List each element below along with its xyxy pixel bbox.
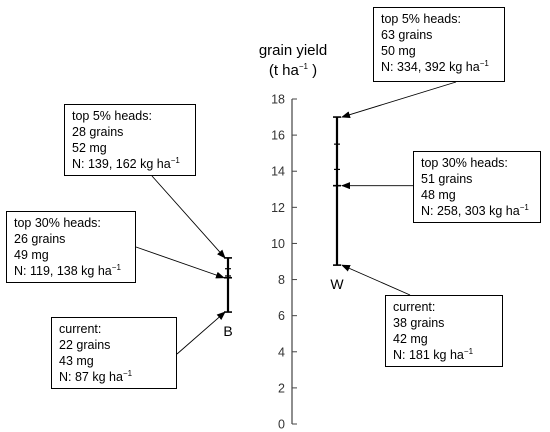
range-bar-b: B bbox=[223, 257, 233, 339]
y-axis: 0 2 4 6 8 10 12 14 16 18 bbox=[271, 93, 297, 432]
callout-mass: 50 mg bbox=[381, 44, 416, 58]
callout-grains: 28 grains bbox=[72, 125, 124, 139]
callout-w-top5: top 5% heads: 63 grains 50 mg N: 334, 39… bbox=[373, 7, 505, 82]
y-tick-label: 10 bbox=[271, 237, 285, 251]
callout-mass: 49 mg bbox=[14, 248, 49, 262]
y-tick-label: 14 bbox=[271, 165, 285, 179]
y-tick-label: 8 bbox=[278, 273, 285, 287]
y-tick-label: 6 bbox=[278, 309, 285, 323]
arrow-w-current bbox=[341, 264, 411, 296]
y-axis-unit-exponent: −1 bbox=[298, 62, 308, 71]
y-tick-label: 0 bbox=[278, 418, 285, 432]
callout-nitrogen: N: 119, 138 kg ha−1 bbox=[14, 262, 121, 278]
arrow-b-top5 bbox=[151, 175, 226, 259]
callout-b-top5: top 5% heads: 28 grains 52 mg N: 139, 16… bbox=[64, 104, 196, 176]
arrow-w-top5 bbox=[341, 81, 457, 119]
callout-grains: 38 grains bbox=[393, 316, 445, 330]
y-axis-title: grain yield (t ha−1 ) bbox=[238, 41, 348, 81]
y-axis-title-line1: grain yield bbox=[258, 42, 328, 59]
callout-nitrogen: N: 258, 303 kg ha−1 bbox=[421, 202, 529, 218]
callout-arrows bbox=[135, 81, 457, 355]
callout-mass: 42 mg bbox=[393, 332, 428, 346]
arrow-b-current bbox=[176, 311, 226, 355]
callout-nitrogen: N: 139, 162 kg ha−1 bbox=[72, 155, 180, 171]
callout-heading: current: bbox=[393, 300, 436, 314]
callout-grains: 22 grains bbox=[59, 338, 111, 352]
series-label-b: B bbox=[223, 323, 232, 339]
y-tick-label: 4 bbox=[278, 345, 285, 359]
callout-nitrogen: N: 181 kg ha−1 bbox=[393, 346, 474, 362]
range-bar-w: W bbox=[330, 116, 344, 292]
callout-heading: current: bbox=[59, 322, 102, 336]
callout-heading: top 30% heads: bbox=[421, 156, 508, 170]
callout-w-top30: top 30% heads: 51 grains 48 mg N: 258, 3… bbox=[413, 151, 541, 223]
y-tick-label: 16 bbox=[271, 129, 285, 143]
callout-w-current: current: 38 grains 42 mg N: 181 kg ha−1 bbox=[385, 295, 503, 367]
callout-heading: top 5% heads: bbox=[72, 109, 152, 123]
callout-nitrogen: N: 334, 392 kg ha−1 bbox=[381, 58, 489, 74]
callout-grains: 63 grains bbox=[381, 28, 433, 42]
y-axis-title-line2: (t ha−1 ) bbox=[238, 61, 348, 81]
y-tick-label: 18 bbox=[271, 93, 285, 107]
callout-grains: 51 grains bbox=[421, 172, 473, 186]
y-tick-label: 2 bbox=[278, 381, 285, 395]
range-bars: BW bbox=[223, 116, 344, 339]
y-axis-unit: (t ha bbox=[268, 62, 299, 79]
callout-nitrogen: N: 87 kg ha−1 bbox=[59, 368, 133, 384]
y-tick-label: 12 bbox=[271, 201, 285, 215]
callout-grains: 26 grains bbox=[14, 232, 66, 246]
callout-mass: 43 mg bbox=[59, 354, 94, 368]
series-label-w: W bbox=[330, 276, 344, 292]
callout-heading: top 30% heads: bbox=[14, 216, 101, 230]
callout-mass: 52 mg bbox=[72, 141, 107, 155]
y-axis-unit-close: ) bbox=[312, 62, 318, 79]
arrow-b-top30 bbox=[135, 246, 225, 279]
callout-b-current: current: 22 grains 43 mg N: 87 kg ha−1 bbox=[51, 317, 177, 389]
callout-mass: 48 mg bbox=[421, 188, 456, 202]
callout-heading: top 5% heads: bbox=[381, 12, 461, 26]
callout-b-top30: top 30% heads: 26 grains 49 mg N: 119, 1… bbox=[6, 211, 136, 283]
